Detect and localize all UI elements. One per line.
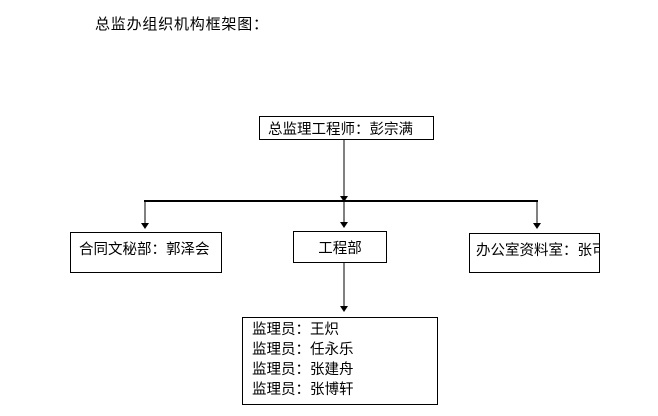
org-node-supervisors: 监理员：王炽 监理员：任永乐 监理员：张建舟 监理员：张博轩 <box>242 317 438 405</box>
org-node-chief-engineer-label: 总监理工程师：彭宗满 <box>268 121 413 138</box>
page-title: 总监办组织机构框架图： <box>95 15 269 33</box>
arrow-down-icon <box>340 196 348 202</box>
supervisor-line: 监理员：任永乐 <box>252 342 354 358</box>
supervisor-line: 监理员：张建舟 <box>252 362 354 378</box>
org-node-engineering-dept: 工程部 <box>293 231 387 263</box>
arrow-down-icon <box>141 223 149 229</box>
connector-engineering-to-supervisors <box>343 263 345 307</box>
branch-horizontal-line <box>144 200 538 202</box>
arrow-down-icon <box>340 222 348 228</box>
connector-branch-to-office <box>536 202 538 224</box>
org-node-office-archives: 办公室资料室：张可 <box>469 233 600 273</box>
connector-chief-down <box>343 140 345 197</box>
connector-branch-to-engineering <box>343 202 345 223</box>
org-node-office-archives-label: 办公室资料室：张可 <box>476 243 600 259</box>
arrow-down-icon <box>533 223 541 229</box>
org-node-chief-engineer: 总监理工程师：彭宗满 <box>259 116 434 140</box>
supervisor-line: 监理员：张博轩 <box>252 382 354 398</box>
org-node-contract-secretarial-dept-label: 合同文秘部：郭泽会 <box>79 242 210 258</box>
org-node-contract-secretarial-dept: 合同文秘部：郭泽会 <box>70 232 222 273</box>
arrow-down-icon <box>340 306 348 312</box>
org-node-engineering-dept-label: 工程部 <box>318 241 362 257</box>
supervisor-line: 监理员：王炽 <box>252 322 339 338</box>
connector-branch-to-contract <box>144 202 146 224</box>
